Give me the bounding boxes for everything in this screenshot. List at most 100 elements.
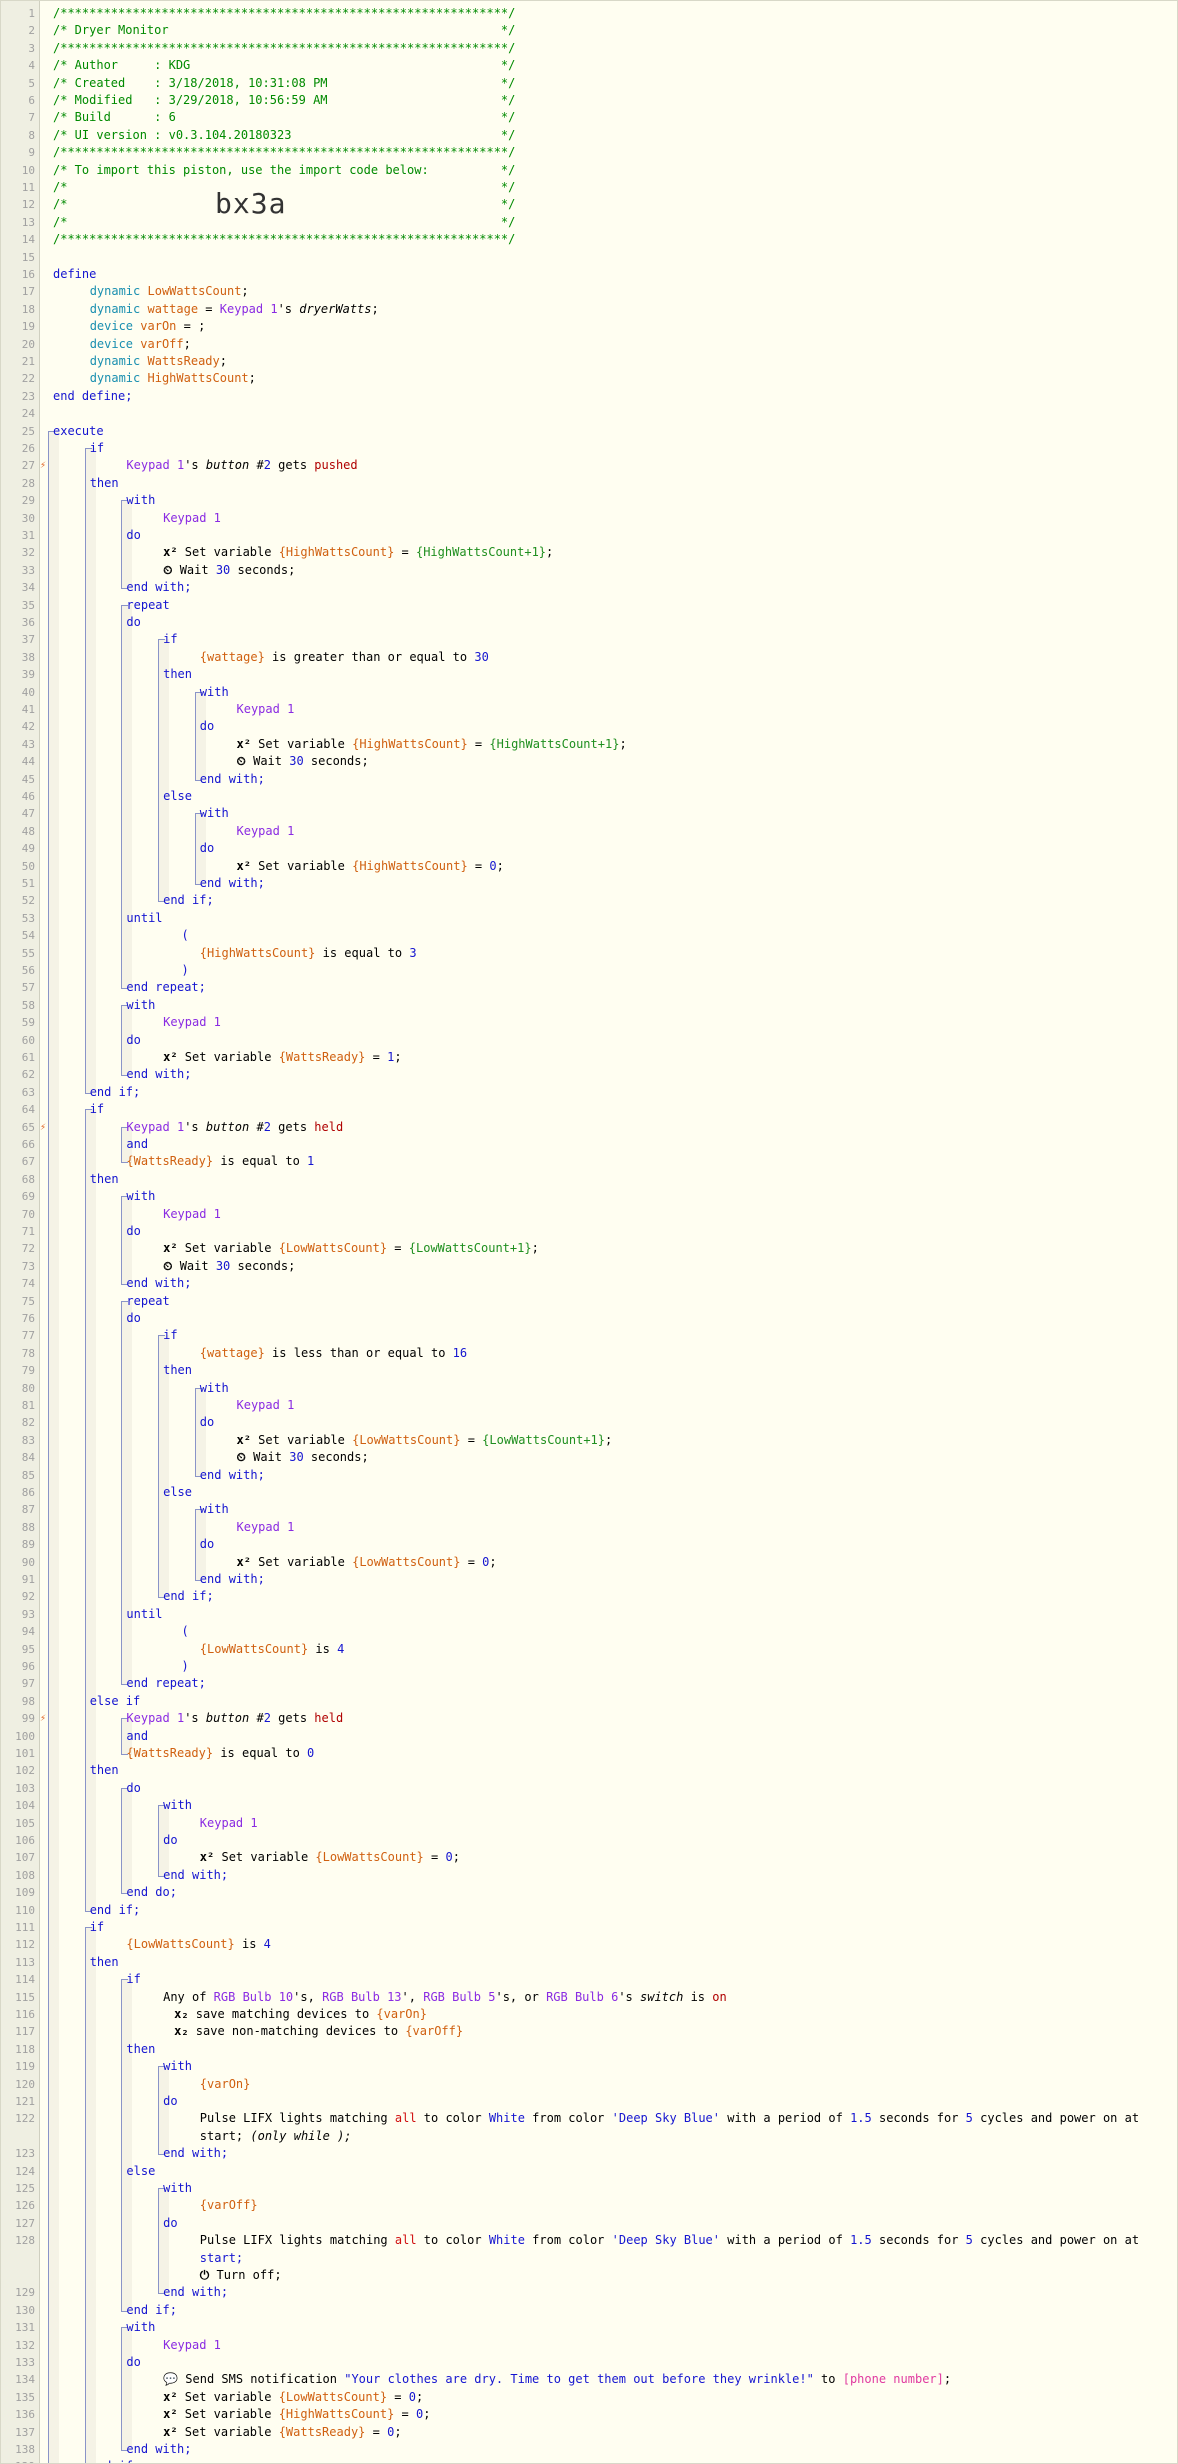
code-statement[interactable]: end with; bbox=[200, 1571, 265, 1588]
code-statement[interactable]: x² Set variable {WattsReady} = 1; bbox=[163, 1049, 401, 1066]
code-statement[interactable]: Keypad 1's button #2 gets pushed bbox=[126, 457, 357, 474]
code-statement[interactable]: end repeat; bbox=[126, 979, 205, 996]
code-statement[interactable]: until bbox=[126, 910, 162, 927]
code-statement[interactable]: do bbox=[126, 1032, 140, 1049]
event-trigger-icon[interactable]: ⚡ bbox=[40, 1713, 47, 1725]
code-statement[interactable]: ⏲ Wait 30 seconds; bbox=[237, 1449, 369, 1466]
code-statement[interactable]: {varOff} bbox=[200, 2197, 258, 2214]
code-statement[interactable]: do bbox=[126, 1223, 140, 1240]
code-statement[interactable]: end repeat; bbox=[126, 1675, 205, 1692]
code-statement[interactable]: do bbox=[163, 2093, 177, 2110]
code-statement[interactable]: then bbox=[90, 1954, 119, 1971]
code-statement[interactable]: x² Set variable {HighWattsCount} = 0; bbox=[237, 858, 504, 875]
code-statement[interactable]: do bbox=[126, 1780, 140, 1797]
code-statement[interactable]: end if; bbox=[90, 1902, 141, 1919]
code-statement[interactable]: dynamic WattsReady; bbox=[90, 353, 227, 370]
code-statement[interactable]: end with; bbox=[200, 875, 265, 892]
code-statement[interactable]: ) bbox=[181, 962, 188, 979]
code-statement[interactable]: dynamic LowWattsCount; bbox=[90, 283, 249, 300]
code-statement[interactable]: end with; bbox=[200, 771, 265, 788]
code-statement[interactable]: /***************************************… bbox=[53, 144, 515, 161]
code-statement[interactable]: Keypad 1 bbox=[237, 823, 295, 840]
code-statement[interactable]: /***************************************… bbox=[53, 40, 515, 57]
code-statement[interactable]: with bbox=[126, 997, 155, 1014]
code-statement[interactable]: /* Modified : 3/29/2018, 10:56:59 AM */ bbox=[53, 92, 515, 109]
code-statement[interactable]: then bbox=[90, 1762, 119, 1779]
code-statement[interactable]: {LowWattsCount} is 4 bbox=[126, 1936, 271, 1953]
code-statement[interactable]: do bbox=[126, 2354, 140, 2371]
code-statement[interactable]: Keypad 1 bbox=[163, 510, 221, 527]
code-statement[interactable]: end if; bbox=[90, 1084, 141, 1101]
code-statement[interactable]: with bbox=[163, 2180, 192, 2197]
code-statement[interactable]: ) bbox=[181, 1658, 188, 1675]
code-statement[interactable]: with bbox=[126, 1188, 155, 1205]
code-statement[interactable]: do bbox=[126, 1310, 140, 1327]
code-statement[interactable]: /* */ bbox=[53, 196, 515, 213]
code-statement[interactable]: Keypad 1 bbox=[163, 1206, 221, 1223]
code-statement[interactable]: Keypad 1's button #2 gets held bbox=[126, 1119, 343, 1136]
code-statement[interactable]: end with; bbox=[126, 2441, 191, 2458]
code-statement[interactable]: end if; bbox=[163, 1588, 214, 1605]
code-statement[interactable]: x² Set variable {HighWattsCount} = 0; bbox=[163, 2406, 430, 2423]
code-statement[interactable]: Keypad 1's button #2 gets held bbox=[126, 1710, 343, 1727]
code-statement[interactable]: then bbox=[90, 1171, 119, 1188]
code-statement[interactable]: x² Set variable {HighWattsCount} = {High… bbox=[237, 736, 627, 753]
code-statement[interactable]: do bbox=[200, 840, 214, 857]
code-statement[interactable]: /***************************************… bbox=[53, 5, 515, 22]
code-statement[interactable]: x² Set variable {LowWattsCount} = 0; bbox=[237, 1554, 497, 1571]
code-statement[interactable]: /* Build : 6 */ bbox=[53, 109, 515, 126]
code-statement[interactable]: dynamic wattage = Keypad 1's dryerWatts; bbox=[90, 301, 379, 318]
code-statement[interactable]: /* Created : 3/18/2018, 10:31:08 PM */ bbox=[53, 75, 515, 92]
code-statement[interactable]: end define; bbox=[53, 388, 132, 405]
code-statement[interactable]: end with; bbox=[126, 1066, 191, 1083]
code-statement[interactable]: do bbox=[200, 1536, 214, 1553]
code-statement[interactable]: device varOn = ; bbox=[90, 318, 206, 335]
code-statement[interactable]: if bbox=[90, 1919, 104, 1936]
code-statement[interactable]: start; (only while ); bbox=[200, 2128, 352, 2145]
code-statement[interactable]: x² Set variable {LowWattsCount} = 0; bbox=[200, 1849, 460, 1866]
code-statement[interactable]: do bbox=[126, 614, 140, 631]
code-statement[interactable]: ( bbox=[181, 927, 188, 944]
code-statement[interactable]: else bbox=[163, 1484, 192, 1501]
event-trigger-icon[interactable]: ⚡ bbox=[40, 460, 47, 472]
code-statement[interactable]: {HighWattsCount} is equal to 3 bbox=[200, 945, 417, 962]
code-statement[interactable]: Keypad 1 bbox=[237, 701, 295, 718]
code-statement[interactable]: start; bbox=[200, 2250, 243, 2267]
code-statement[interactable]: device varOff; bbox=[90, 336, 191, 353]
code-statement[interactable]: end if; bbox=[90, 2458, 141, 2463]
code-statement[interactable]: x² Set variable {LowWattsCount} = {LowWa… bbox=[163, 1240, 539, 1257]
code-statement[interactable]: repeat bbox=[126, 1293, 169, 1310]
code-statement[interactable]: end with; bbox=[163, 1867, 228, 1884]
code-statement[interactable]: with bbox=[200, 1380, 229, 1397]
code-statement[interactable]: end if; bbox=[163, 892, 214, 909]
code-statement[interactable]: end with; bbox=[163, 2284, 228, 2301]
code-statement[interactable]: {WattsReady} is equal to 1 bbox=[126, 1153, 314, 1170]
code-statement[interactable]: end with; bbox=[126, 1275, 191, 1292]
code-statement[interactable]: with bbox=[126, 492, 155, 509]
code-statement[interactable]: dynamic HighWattsCount; bbox=[90, 370, 256, 387]
code-statement[interactable]: /* Dryer Monitor */ bbox=[53, 22, 515, 39]
code-statement[interactable]: with bbox=[163, 2058, 192, 2075]
code-statement[interactable]: {varOn} bbox=[200, 2076, 251, 2093]
code-statement[interactable]: if bbox=[90, 440, 104, 457]
code-statement[interactable]: x₂ save non-matching devices to {varOff} bbox=[174, 2023, 463, 2040]
code-statement[interactable]: and bbox=[126, 1728, 148, 1745]
code-statement[interactable]: Keypad 1 bbox=[237, 1519, 295, 1536]
code-statement[interactable]: end if; bbox=[126, 2302, 177, 2319]
code-statement[interactable]: 💬 Send SMS notification "Your clothes ar… bbox=[163, 2371, 951, 2388]
code-statement[interactable]: {WattsReady} is equal to 0 bbox=[126, 1745, 314, 1762]
code-statement[interactable]: with bbox=[200, 805, 229, 822]
code-statement[interactable]: end with; bbox=[163, 2145, 228, 2162]
code-statement[interactable]: {wattage} is greater than or equal to 30 bbox=[200, 649, 489, 666]
code-statement[interactable]: if bbox=[90, 1101, 104, 1118]
code-statement[interactable]: if bbox=[163, 631, 177, 648]
code-statement[interactable]: end do; bbox=[126, 1884, 177, 1901]
code-statement[interactable]: until bbox=[126, 1606, 162, 1623]
code-statement[interactable]: /***************************************… bbox=[53, 231, 515, 248]
code-statement[interactable]: do bbox=[200, 718, 214, 735]
code-statement[interactable]: repeat bbox=[126, 597, 169, 614]
code-statement[interactable]: execute bbox=[53, 423, 104, 440]
code-statement[interactable]: with bbox=[200, 684, 229, 701]
code-statement[interactable]: ⏻ Turn off; bbox=[200, 2267, 282, 2284]
code-statement[interactable]: x₂ save matching devices to {varOn} bbox=[174, 2006, 427, 2023]
